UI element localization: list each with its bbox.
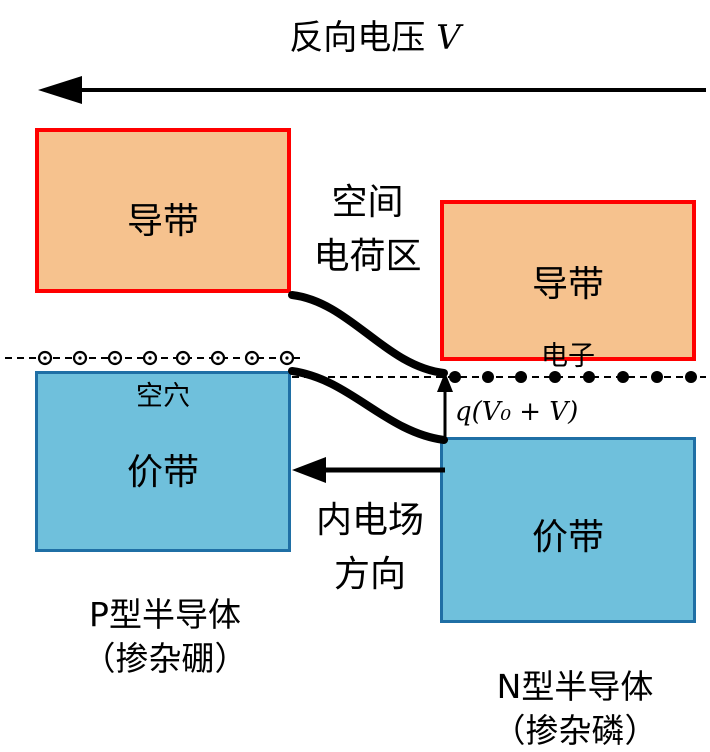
energy-difference-arrow	[437, 372, 453, 438]
hole-circle	[244, 350, 260, 366]
valence-band-curve	[288, 367, 448, 444]
p-conduction-band-label: 导带	[126, 201, 199, 242]
space-charge-line1: 空间	[331, 182, 404, 223]
reverse-voltage-arrow	[38, 76, 706, 104]
hole-circle	[210, 350, 226, 366]
p-valence-band-label: 价带	[126, 452, 199, 493]
hole-circle	[279, 350, 295, 366]
diagram-title: 反向电压 V	[200, 10, 550, 59]
field-direction-line2: 方向	[333, 554, 406, 595]
hole-circle	[107, 350, 123, 366]
n-valence-band-box	[440, 437, 696, 623]
energy-drop-label: q(V₀ + V)	[455, 397, 579, 427]
field-direction-line1: 内电场	[315, 500, 424, 541]
n-doping-label: （掺杂磷）	[492, 711, 658, 750]
p-semiconductor-name: P型半导体	[89, 595, 241, 634]
hole-circle	[175, 350, 191, 366]
conduction-band-curve	[288, 291, 448, 377]
space-charge-line2: 电荷区	[313, 236, 422, 277]
hole-circle	[72, 350, 88, 366]
n-conduction-band-label: 导带	[531, 264, 604, 305]
builtin-field-arrow	[292, 457, 445, 483]
n-valence-band-label: 价带	[531, 517, 604, 558]
holes-label: 空穴	[136, 381, 190, 412]
hole-circle	[37, 350, 53, 366]
hole-circle-centers	[43, 356, 289, 360]
p-valence-band-box	[35, 371, 291, 552]
p-conduction-band-box	[35, 128, 291, 293]
space-charge-region-label: 空间 电荷区	[295, 176, 440, 284]
hole-circle	[142, 350, 158, 366]
electrons-label: 电子	[541, 341, 595, 372]
field-direction-label: 内电场 方向	[298, 494, 442, 602]
title-voltage-symbol: V	[436, 18, 461, 58]
n-semiconductor-name: N型半导体	[496, 667, 654, 706]
hole-circles	[37, 350, 295, 366]
p-doping-label: （掺杂硼）	[82, 639, 248, 678]
title-text: 反向电压	[289, 18, 437, 58]
n-conduction-band-box	[440, 200, 696, 361]
